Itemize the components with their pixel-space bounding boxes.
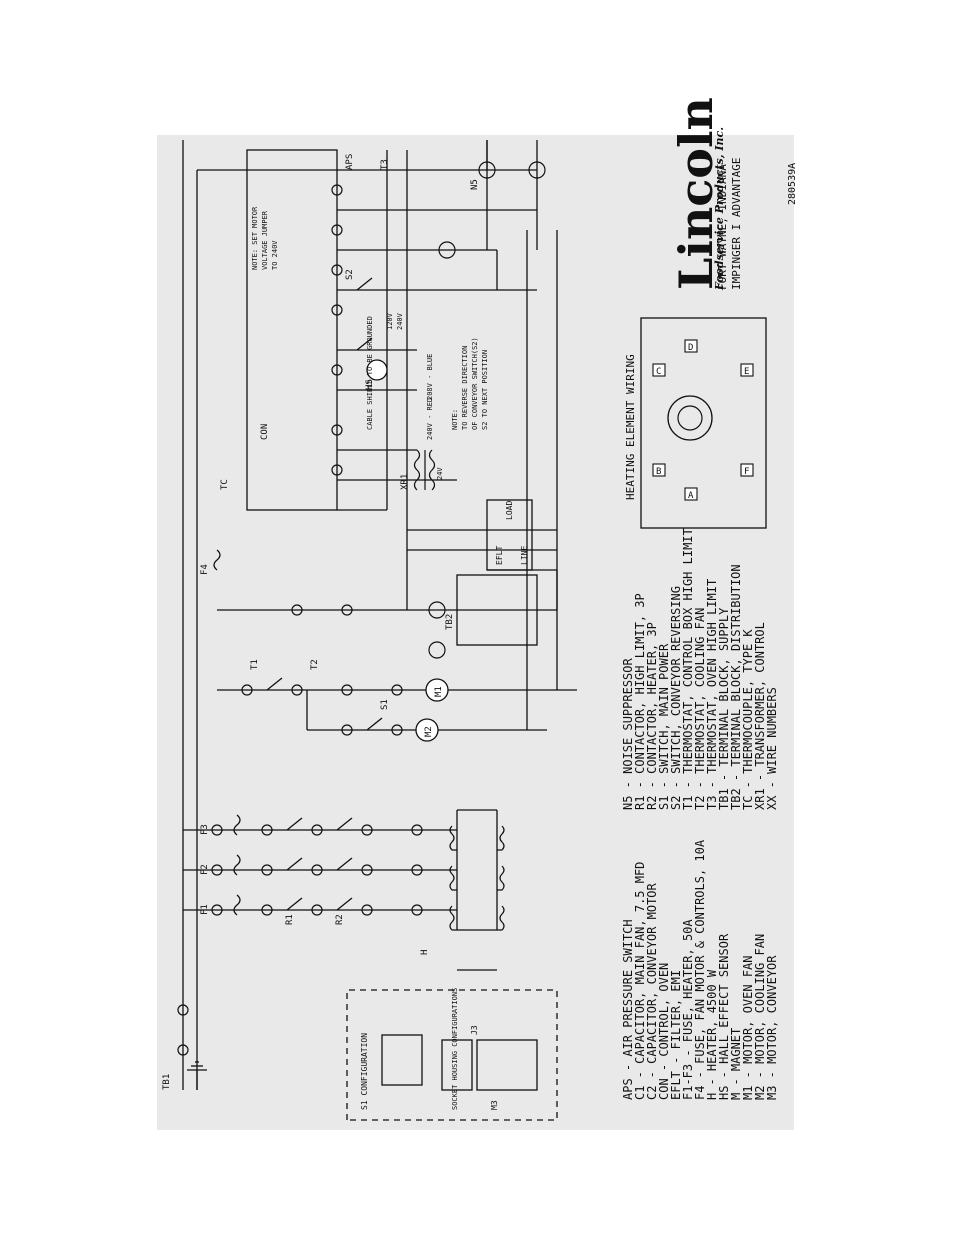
connector-terminals [177,161,546,1056]
line-label: LINE [520,546,529,565]
legend-aps: APS - AIR PRESSURE SWITCH [621,919,635,1100]
legend-m2: M2 - MOTOR, COOLING FAN [753,934,767,1100]
m2-label: M2 [424,726,434,737]
legend-m3: M3 - MOTOR, CONVEYOR [765,955,779,1100]
motor-labels: M1 M2 [424,686,444,737]
brand-tagline: Foodservice Products, Inc. [713,127,726,291]
heating-element-wiring: HEATING ELEMENT WIRING A B C D E F [624,317,767,529]
legend-tb1: TB1 - TERMINAL BLOCK, SUPPLY [717,607,731,810]
heating-title: HEATING ELEMENT WIRING [624,354,637,500]
aps-label: APS [345,154,355,170]
note-jumper-3: TO 240V [271,240,279,270]
tb1-block: TB1 [162,1074,172,1090]
jp-240v: 240V [396,312,404,330]
motors [366,359,449,742]
legend-hs: HS - HALL EFFECT SENSOR [717,933,731,1100]
brand-model: IMPINGER I ADVANTAGE [730,158,743,290]
heater-elements [449,825,505,931]
brand-block: Lincoln Foodservice Products, Inc. FORT … [669,97,798,291]
r1-label: R1 [285,914,295,925]
element-e: E [744,367,749,377]
xr1-24: 24V [436,467,444,480]
legend-tc: TC - THERMOCOUPLE, TYPE K [741,629,755,810]
xr1-208: 208V - BLUE [426,354,434,400]
note-reverse: NOTE: TO REVERSE DIRECTION OF CONVEYOR S… [451,337,489,430]
legend-col-2: N5 - NOISE SUPPRESSOR R1 - CONTACTOR, HI… [621,528,779,810]
element-a: A [688,491,694,501]
m1-label: M1 [434,686,444,697]
doc-number: 280539A [787,163,798,205]
t2-label: T2 [310,659,320,670]
ground-symbol [187,1061,207,1090]
legend-f4: F4 - FUSE, FAN MOTOR & CONTROLS, 10A [693,839,707,1100]
legend-c2: C2 - CAPACITOR, CONVEYOR MOTOR [645,882,659,1100]
h-label: H [420,950,430,955]
legend-xr1: XR1 - TRANSFORMER, CONTROL [753,622,767,810]
note-reverse-1: NOTE: [451,409,459,430]
legend-s2: S2 - SWITCH, CONVEYOR REVERSING [669,586,683,810]
legend-eflt: EFLT - FILTER, EMI [669,970,683,1100]
s2-label: S2 [345,269,355,280]
con-label: CON [260,424,270,440]
brand-city: FORT WAYNE, INDIANA [716,164,729,290]
cable-shield-note: CABLE SHIELD TO BE GROUNDED [366,316,374,430]
n5-label: N5 [470,179,480,190]
jp-120v: 120V [386,312,394,330]
switch-contacts [213,277,383,916]
note-reverse-2: TO REVERSE DIRECTION [461,346,469,430]
socket-housing-label: SOCKET HOUSING CONFIGURATIONS [451,988,459,1110]
brand-logo: Lincoln [669,97,723,290]
element-d: D [688,343,693,353]
legend-tb2: TB2 - TERMINAL BLOCK, DISTRIBUTION [729,564,743,810]
schematic-panel [157,135,794,1130]
f1-label: F1 [200,904,210,915]
s1-config-label: S1 CONFIGURATION [360,1033,369,1110]
legend: APS - AIR PRESSURE SWITCH C1 - CAPACITOR… [621,528,779,1100]
legend-c1: C1 - CAPACITOR, MAIN FAN, 7.5 MFD [633,862,647,1100]
legend-n5: N5 - NOISE SUPPRESSOR [621,658,635,810]
s1-label: S1 [380,699,390,710]
transformer-xr1 [413,449,436,491]
legend-col-1: APS - AIR PRESSURE SWITCH C1 - CAPACITOR… [621,839,779,1100]
t1-label: T1 [250,659,260,670]
legend-f1f3: F1-F3 - FUSE, HEATER, 50A [681,919,695,1100]
hs-label: HS [365,379,375,390]
legend-t1: T1 - THERMOSTAT, CONTROL BOX HIGH LIMIT [681,528,695,810]
note-jumper-2: VOLTAGE JUMPER [261,210,269,270]
element-f: F [744,467,749,477]
tb2-label: TB2 [445,614,455,630]
f4-label: F4 [200,564,210,575]
note-jumper-1: NOTE: SET MOTOR [251,206,259,270]
load-label: LOAD [505,501,514,520]
element-b: B [656,467,661,477]
legend-s1: S1 - SWITCH, MAIN POWER [657,643,671,810]
note-jumper: NOTE: SET MOTOR VOLTAGE JUMPER TO 240V [251,206,279,270]
r2-label: R2 [335,914,345,925]
xr1-label: XR1 [400,474,410,490]
note-reverse-4: S2 TO NEXT POSITION [481,350,489,430]
j3-label: J3 [470,1025,479,1035]
legend-con: CON - CONTROL, OVEN [657,963,671,1100]
xr1-240: 240V - RED [426,398,434,440]
legend-h: H - HEATER, 4500 W [705,969,719,1100]
f2-label: F2 [200,864,210,875]
eflt-label: EFLT [495,546,504,565]
t3-label: T3 [380,159,390,170]
wires [182,140,577,1121]
element-c: C [656,367,661,377]
legend-r1: R1 - CONTACTOR, HIGH LIMIT, 3P [633,593,647,810]
m3-label: M3 [490,1100,499,1110]
legend-xx: XX - WIRE NUMBERS [765,687,779,810]
tc-label: TC [220,479,230,490]
legend-m: M - MAGNET [729,1028,743,1100]
legend-t3: T3 - THERMOSTAT, OVEN HIGH LIMIT [705,579,719,810]
tb1-label: TB1 [162,1074,172,1090]
legend-t2: T2 - THERMOSTAT, COOLING FAN [693,608,707,810]
note-reverse-3: OF CONVEYOR SWITCH(S2) [471,337,479,430]
f3-label: F3 [200,824,210,835]
legend-r2: R2 - CONTACTOR, HEATER, 3P [645,622,659,810]
legend-m1: M1 - MOTOR, OVEN FAN [741,956,755,1101]
